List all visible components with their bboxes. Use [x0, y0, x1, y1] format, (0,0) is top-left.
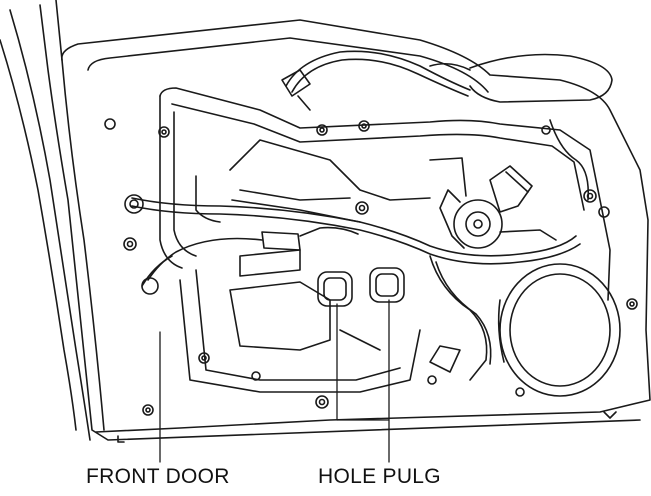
window-motor: [429, 157, 557, 249]
wiring-harness: [131, 119, 590, 381]
fasteners: [104, 118, 638, 443]
door-outer-skin: [0, 0, 641, 441]
hole-plug-label: HOLE PULG: [318, 465, 441, 488]
upper-cable: [281, 50, 613, 111]
door-inner-panel: [61, 19, 651, 433]
regulator-frame: [159, 87, 611, 301]
speaker: [497, 263, 621, 397]
leader-lines: [159, 299, 390, 463]
leader-plug-left: [336, 303, 390, 421]
front-door-label: FRONT DOOR: [86, 465, 230, 488]
hole-plugs: [317, 267, 405, 307]
lower-openings: [179, 249, 421, 393]
